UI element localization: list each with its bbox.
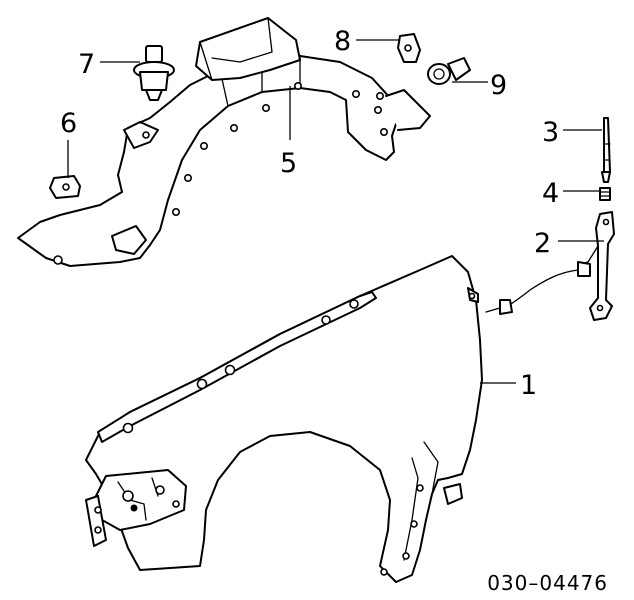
callout-4: 4 xyxy=(542,178,559,209)
leader-lines xyxy=(67,39,604,384)
grommet xyxy=(427,57,471,85)
speed-nut xyxy=(397,33,421,63)
clip-nut xyxy=(49,175,81,199)
callout-2: 2 xyxy=(534,228,551,259)
antenna-nut xyxy=(599,187,611,201)
callout-1: 1 xyxy=(520,370,537,401)
fender-panel xyxy=(85,255,483,583)
antenna-bracket xyxy=(485,211,615,321)
callout-3: 3 xyxy=(542,117,559,148)
callout-9: 9 xyxy=(490,70,507,101)
push-pin-clip xyxy=(133,45,175,101)
callout-7: 7 xyxy=(78,49,95,80)
part-number-code: 030–04476 xyxy=(487,571,608,595)
callout-6: 6 xyxy=(60,108,77,139)
antenna-mast xyxy=(601,117,611,183)
callout-8: 8 xyxy=(334,26,351,57)
callout-5: 5 xyxy=(280,148,297,179)
fender-liner xyxy=(17,17,431,267)
